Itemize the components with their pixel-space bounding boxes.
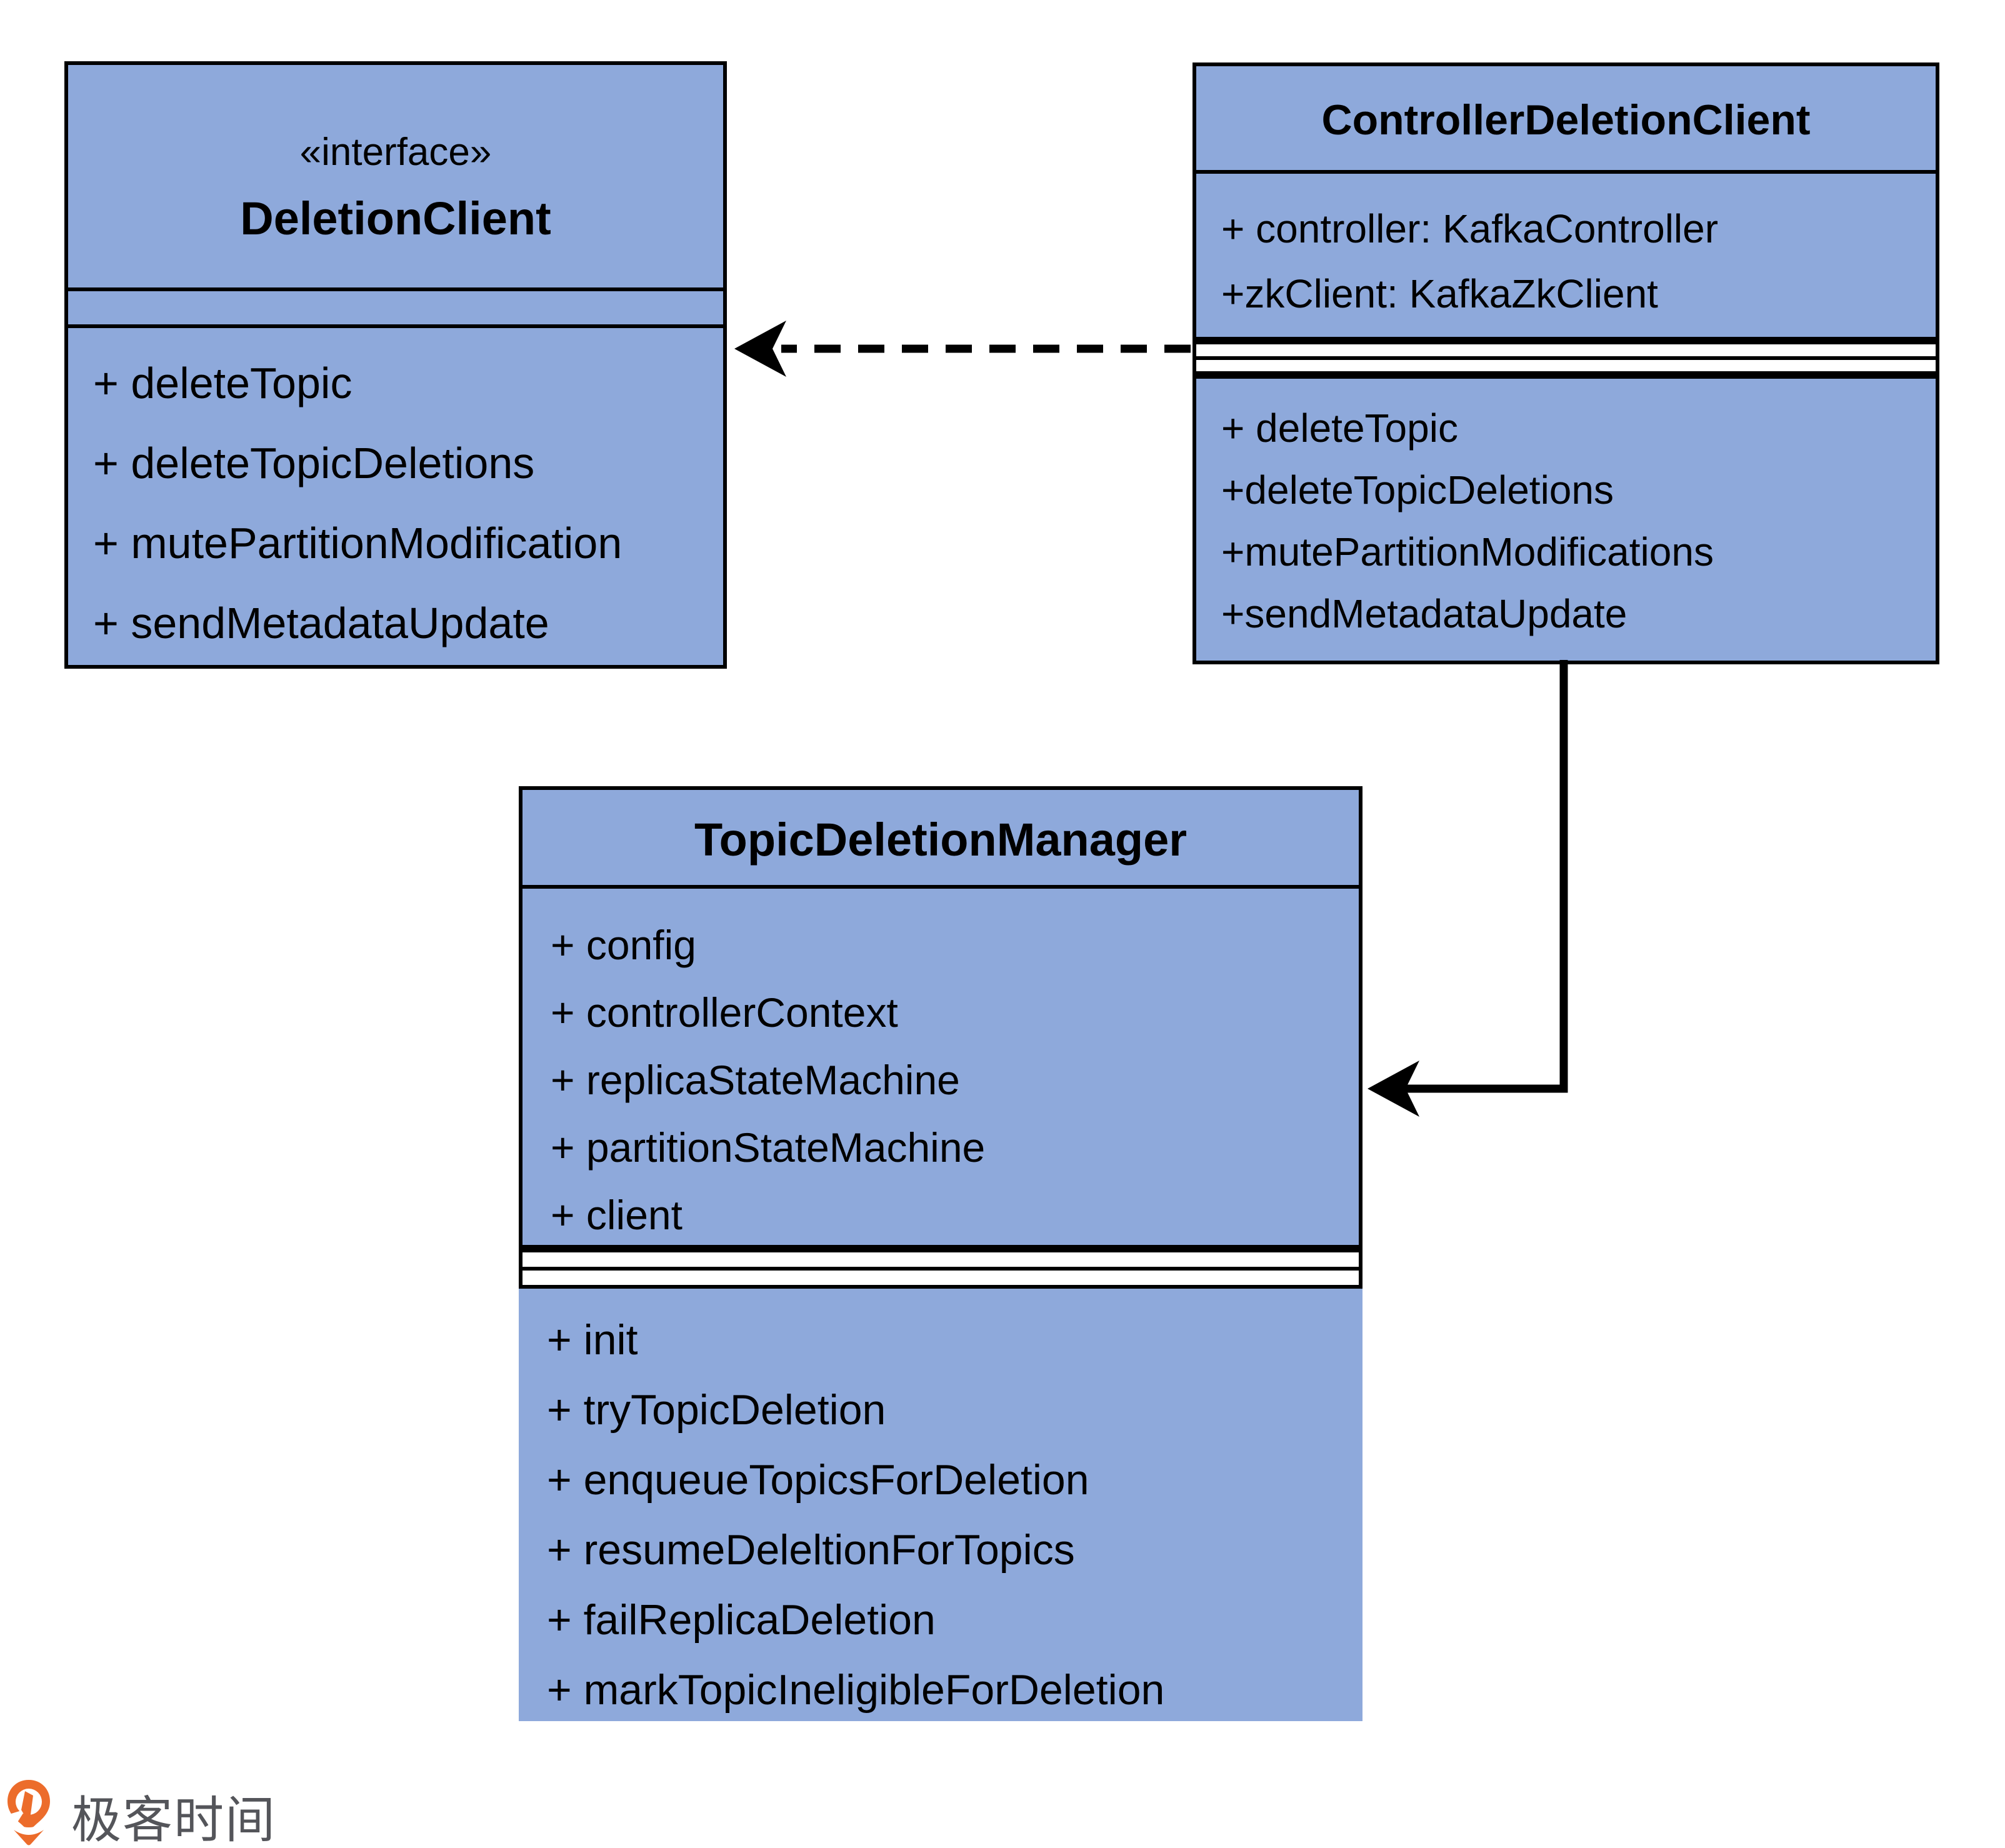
empty-compartment-gap <box>1192 341 1939 375</box>
method-item: + deleteTopicDeletions <box>93 439 535 487</box>
compartment-divider <box>64 287 727 291</box>
deletion-client-header: «interface» DeletionClient <box>68 65 723 287</box>
class-box-controller-deletion-client: ControllerDeletionClient + controller: K… <box>1192 62 1939 341</box>
class-box-topic-deletion-manager: TopicDeletionManager + config + controlle… <box>519 786 1362 1249</box>
attribute-item: +zkClient: KafkaZkClient <box>1221 271 1658 316</box>
controller-deletion-client-methods-box: + deleteTopic +deleteTopicDeletions +muteP… <box>1192 375 1939 664</box>
arrowhead-icon <box>1368 1061 1419 1117</box>
compartment-divider <box>519 885 1362 889</box>
method-item: + tryTopicDeletion <box>547 1386 886 1434</box>
method-item: +mutePartitionModifications <box>1221 529 1714 574</box>
empty-compartment-gap <box>519 1249 1362 1289</box>
geektime-pin-icon <box>8 1780 50 1846</box>
attribute-item: + controllerContext <box>551 989 898 1036</box>
attributes-compartment: + config + controllerContext + replicaStat… <box>522 892 1359 1249</box>
method-item: + failReplicaDeletion <box>547 1596 936 1644</box>
class-title: DeletionClient <box>240 192 551 244</box>
method-item: + init <box>547 1316 638 1364</box>
method-item: + enqueueTopicsForDeletion <box>547 1456 1089 1504</box>
methods-compartment: + init + tryTopicDeletion + enqueueTopicsF… <box>519 1289 1362 1725</box>
method-item: + markTopicIneligibleForDeletion <box>547 1666 1165 1714</box>
method-item: + sendMetadataUpdate <box>93 599 549 647</box>
class-title: ControllerDeletionClient <box>1321 96 1811 144</box>
methods-compartment: + deleteTopic + deleteTopicDeletions + mut… <box>68 331 723 663</box>
class-title: TopicDeletionManager <box>694 813 1188 866</box>
class-box-deletion-client: «interface» DeletionClient + deleteTopic… <box>64 61 727 669</box>
method-item: +sendMetadataUpdate <box>1221 591 1628 636</box>
compartment-divider <box>1192 170 1939 174</box>
arrowhead-icon <box>734 321 786 377</box>
compartment-divider <box>1196 356 1936 360</box>
stereotype-label: «interface» <box>299 131 492 174</box>
method-item: + resumeDeleltionForTopics <box>547 1526 1075 1574</box>
compartment-divider <box>64 324 727 328</box>
topic-deletion-manager-methods-box: + init + tryTopicDeletion + enqueueTopicsF… <box>519 1289 1362 1721</box>
geektime-logo-text: 极客时间 <box>71 1791 276 1848</box>
controller-deletion-client-header: ControllerDeletionClient <box>1196 66 1936 174</box>
attribute-item: + partitionStateMachine <box>551 1124 986 1171</box>
method-item: + mutePartitionModification <box>93 519 622 567</box>
compartment-divider <box>522 1267 1359 1271</box>
method-item: +deleteTopicDeletions <box>1221 467 1614 512</box>
attribute-item: + client <box>551 1192 682 1238</box>
attribute-item: + replicaStateMachine <box>551 1057 960 1103</box>
method-item: + deleteTopic <box>93 359 352 407</box>
geektime-logo: 极客时间 <box>6 1774 276 1848</box>
topic-deletion-manager-header: TopicDeletionManager <box>522 790 1359 889</box>
attribute-item: + controller: KafkaController <box>1221 206 1719 251</box>
method-item: + deleteTopic <box>1221 406 1458 451</box>
methods-compartment: + deleteTopic +deleteTopicDeletions +muteP… <box>1196 379 1936 645</box>
attribute-item: + config <box>551 922 696 968</box>
association-arrow-solid <box>1368 660 1568 1117</box>
dependency-arrow-dashed <box>734 321 1191 377</box>
attributes-compartment: + controller: KafkaController +zkClient: … <box>1196 179 1936 326</box>
